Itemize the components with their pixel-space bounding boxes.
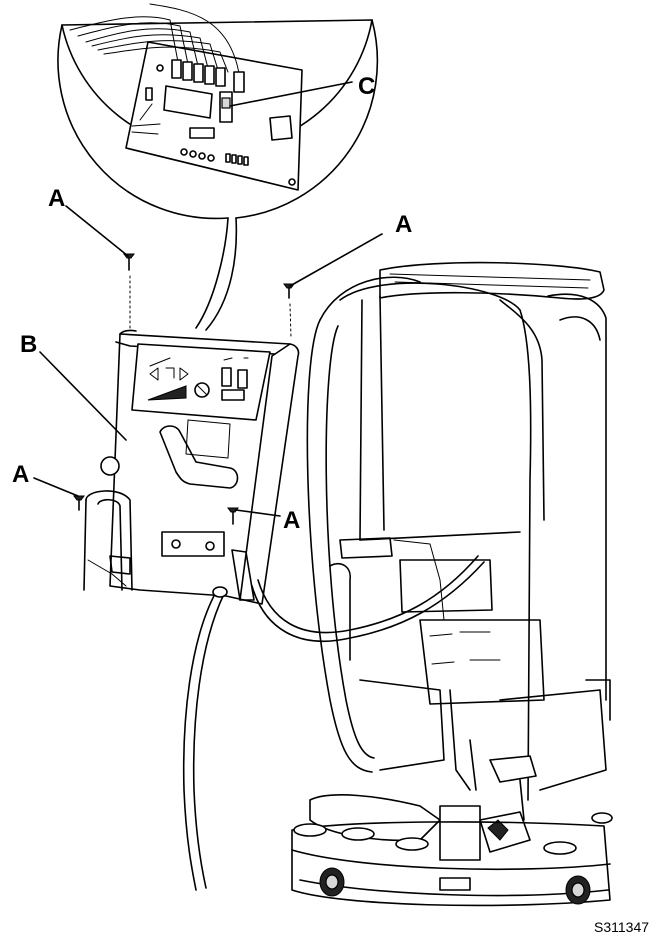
control-cable bbox=[251, 555, 485, 643]
screw-top-left bbox=[123, 253, 135, 331]
callout-b: B bbox=[20, 331, 37, 358]
callout-a-top-left: A bbox=[48, 185, 65, 212]
brush-deck bbox=[291, 812, 613, 907]
leader-a-left bbox=[33, 477, 79, 497]
leader-b bbox=[39, 351, 127, 441]
screw-left bbox=[73, 495, 85, 511]
callout-c: C bbox=[358, 73, 375, 100]
control-box bbox=[83, 329, 300, 605]
wheel-right bbox=[565, 875, 591, 905]
screw-top-right bbox=[283, 283, 295, 339]
leader-a-top-right bbox=[289, 233, 383, 287]
screw-lower bbox=[227, 507, 239, 525]
figure-id: S311347 bbox=[594, 919, 649, 935]
callout-a-top-right: A bbox=[395, 211, 412, 238]
leader-a-top-left bbox=[65, 205, 129, 257]
callout-a-left: A bbox=[12, 461, 29, 488]
wheel-left bbox=[319, 867, 345, 897]
callout-a-lower: A bbox=[283, 507, 300, 534]
leader-lines bbox=[33, 81, 383, 517]
power-cord bbox=[182, 586, 228, 891]
machine-handle-frame bbox=[306, 261, 607, 801]
mounting-plate bbox=[161, 531, 225, 557]
machine-chassis bbox=[309, 559, 611, 861]
circuit-board bbox=[69, 3, 303, 191]
control-panel-face bbox=[131, 343, 271, 421]
leader-a-lower bbox=[235, 509, 281, 517]
leader-c bbox=[229, 81, 353, 107]
handle-grip bbox=[159, 425, 239, 489]
